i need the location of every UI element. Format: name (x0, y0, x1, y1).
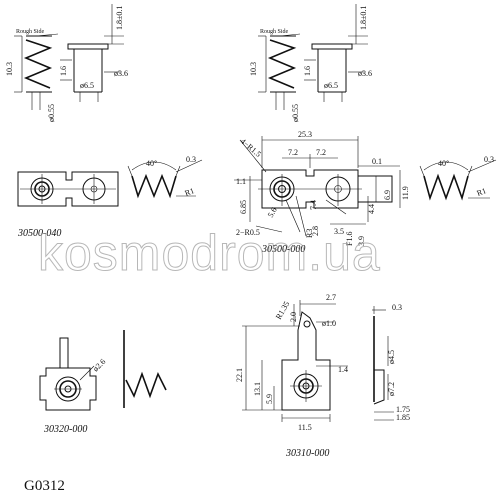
part-30500-040-plan (17, 171, 119, 207)
caption-30500-040: 30500-040 (17, 228, 61, 239)
dim-r1-1: R1 (184, 186, 196, 198)
dim-25-3: 25.3 (298, 130, 312, 139)
part-30320-000-plan (39, 337, 97, 411)
dim-dia-4-5: ø4.5 (387, 350, 396, 364)
dim-4-4: 4.4 (367, 204, 376, 214)
dim-dia-7-2: ø7.2 (387, 382, 396, 396)
watermark-text: kosmodrom.ua (38, 225, 381, 281)
dim-3-5: 3.5 (334, 227, 344, 236)
dim-1-1: 1.1 (236, 177, 246, 186)
dim-angle-40-2: 40° (438, 159, 449, 168)
dim-f1-6: F1.6 (345, 232, 354, 246)
dim-dia-3-6-1: ø3.6 (114, 69, 128, 78)
sheet-code: G0312 (24, 478, 65, 494)
caption-30320-000: 30320-000 (43, 424, 87, 435)
part-30310-000-plan (281, 311, 331, 411)
dim-7-4: 7.4 (309, 200, 318, 210)
dim-0-3-2: 0.3 (484, 155, 494, 164)
dims-30500-000 (234, 136, 401, 237)
dim-dia-6-5-2: ø6.5 (324, 81, 338, 90)
contact-side-30310-000 (372, 306, 394, 421)
dim-1-75: 1.75 (396, 405, 410, 414)
dim-dia-6-5-1: ø6.5 (80, 81, 94, 90)
rough-side-label-1: Rough Side (16, 29, 45, 35)
dim-4-r1-5: 4−R1.5 (239, 137, 263, 159)
dim-1-8-2: 1.8±0.1 (359, 6, 368, 30)
dim-7-2-a: 7.2 (288, 148, 298, 157)
dim-2-8: 2.8 (311, 226, 320, 236)
dim-0-1: 0.1 (372, 157, 382, 166)
contact-side-view-1 (35, 4, 124, 102)
dim-7-2-b: 7.2 (316, 148, 326, 157)
dim-angle-40-1: 40° (146, 159, 157, 168)
dim-13-1: 13.1 (253, 382, 262, 396)
dim-dia-0-55-2: ø0.55 (291, 104, 300, 122)
dim-dia-2-6: ø2.6 (91, 357, 107, 373)
spring-side-view-1 (14, 35, 53, 110)
rough-side-label-2: Rough Side (260, 29, 289, 35)
dim-0-3-3: 0.3 (392, 303, 402, 312)
dim-10-3-1: 10.3 (5, 62, 14, 76)
dim-3-9: 3.9 (357, 236, 366, 246)
dim-1-6-2: 1.6 (303, 66, 312, 76)
dim-11-5: 11.5 (298, 423, 312, 432)
dim-1-8-1: 1.8±0.1 (115, 6, 124, 30)
caption-30500-000: 30500-000 (261, 244, 305, 255)
spring-30500-040 (127, 159, 203, 199)
dim-2-r0-5: 2−R0.5 (236, 228, 260, 237)
dim-10-3-2: 10.3 (249, 62, 258, 76)
dim-2-0: 2.0 (289, 312, 298, 322)
part-30500-000-plan (258, 169, 393, 209)
dim-1-4: 1.4 (338, 365, 348, 374)
dim-22-1: 22.1 (235, 368, 244, 382)
dim-1-85: 1.85 (396, 413, 410, 422)
dim-5-6: 5.6 (266, 206, 279, 219)
dim-r1-2: R1 (476, 186, 488, 198)
spring-30320-000 (123, 330, 167, 408)
dim-6-9: 6.9 (383, 190, 392, 200)
dim-dia-1-0: ø1.0 (322, 319, 336, 328)
dim-dia-0-55-1: ø0.55 (47, 104, 56, 122)
caption-30310-000: 30310-000 (285, 448, 329, 459)
dim-r3: R3 (305, 229, 314, 238)
dim-dia-3-6-2: ø3.6 (358, 69, 372, 78)
dims-30310-000 (242, 300, 348, 422)
contact-side-view-2 (304, 4, 368, 102)
dim-6-85: 6.85 (239, 200, 248, 214)
dim-11-9: 11.9 (401, 186, 410, 200)
dim-1-6-1: 1.6 (59, 66, 68, 76)
spring-side-view-2 (258, 33, 301, 110)
spring-30500-000 (419, 159, 497, 201)
dim-5-9: 5.9 (265, 394, 274, 404)
dim-2-7: 2.7 (326, 293, 336, 302)
dim-0-3-1: 0.3 (186, 155, 196, 164)
